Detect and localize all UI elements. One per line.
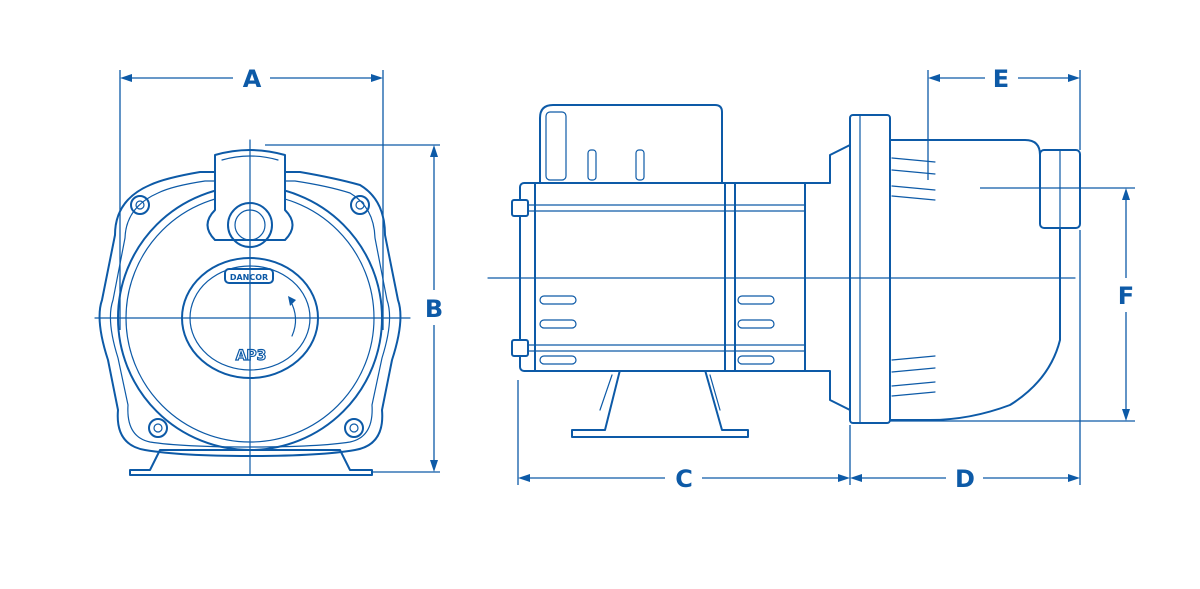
dimension-e-label: E [993, 65, 1009, 93]
bolt-ear-top-left [130, 195, 150, 215]
bolt-ear-top-right [350, 195, 370, 215]
dimension-d: D [849, 230, 1081, 493]
dimension-b: B [265, 144, 443, 473]
dimension-c-label: C [675, 465, 693, 493]
dimensions: A B C D [119, 65, 1135, 493]
front-view: DANCOR AP3 [94, 139, 411, 476]
dimension-d-label: D [955, 465, 975, 493]
bolt-ear-bottom-right [344, 418, 364, 438]
model-text: AP3 [236, 348, 267, 364]
dimension-b-label: B [425, 295, 443, 323]
side-view [487, 104, 1081, 438]
dimension-a-label: A [243, 65, 262, 93]
brand-badge [224, 268, 274, 284]
dimension-f: F [890, 187, 1135, 422]
dimension-e: E [927, 65, 1081, 180]
dimension-f-label: F [1118, 282, 1134, 310]
brand-text: DANCOR [230, 273, 268, 282]
dimension-a: A [119, 65, 384, 330]
bolt-ear-bottom-left [148, 418, 168, 438]
dimension-c: C [517, 380, 850, 493]
